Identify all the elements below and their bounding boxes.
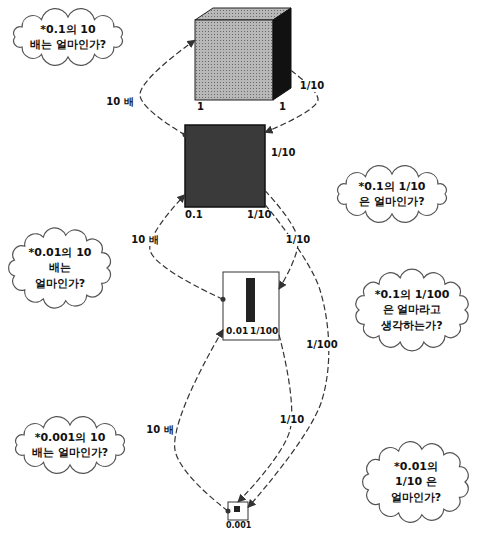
question-text: *0.01의 1/10 은 얼마인가? xyxy=(380,459,452,505)
flat-square xyxy=(185,125,265,207)
cloud-path xyxy=(9,228,111,308)
question-text: *0.1의 10 배는 얼마인가? xyxy=(30,22,107,53)
scale-arrow xyxy=(140,40,195,135)
unit-cube-box: 11 xyxy=(195,8,291,100)
small-cube-box: 0.001 xyxy=(228,502,248,520)
cloud-outline xyxy=(6,8,130,66)
block-value: 0.1 xyxy=(185,209,203,221)
start-dot xyxy=(183,132,188,137)
cloud-path xyxy=(16,417,125,474)
rod-figure xyxy=(223,272,279,340)
block-value: 1/100 xyxy=(250,326,278,337)
cloud-path xyxy=(356,269,468,351)
question-cloud: *0.1의 1/100 은 얼마라고 생각하는가? xyxy=(350,268,474,352)
scale-arrow xyxy=(175,330,228,511)
scale-label: 10 배 xyxy=(129,234,160,246)
cloud-path xyxy=(338,166,447,223)
cloud-outline xyxy=(330,165,454,223)
block-value: 1 xyxy=(279,101,286,113)
label-slot: 1 xyxy=(279,101,286,113)
edge-label-slot: 1/10 xyxy=(284,234,313,246)
question-text: *0.1의 1/100 은 얼마라고 생각하는가? xyxy=(374,287,451,333)
label-slot: 1/10 xyxy=(247,209,272,221)
small-cube xyxy=(228,502,248,520)
question-cloud: *0.1의 10 배는 얼마인가? xyxy=(6,8,130,66)
cloud-outline xyxy=(8,416,132,474)
edge-label-slot: 10 배 xyxy=(144,424,175,436)
connector-group xyxy=(140,40,329,513)
cloud-path xyxy=(363,442,469,523)
question-cloud: *0.001의 10 배는 얼마인가? xyxy=(8,416,132,474)
label-slot: 0.01 xyxy=(226,326,248,337)
block-value: 0.001 xyxy=(226,521,251,531)
edge-label-slot: 1/100 xyxy=(304,339,339,351)
label-slot: 0.001 xyxy=(226,521,251,531)
question-text: *0.01의 10 배는 얼마인가? xyxy=(25,245,94,291)
label-slot: 1/10 xyxy=(271,147,296,159)
label-slot: 1/100 xyxy=(250,326,278,337)
cloud-path xyxy=(14,9,123,66)
scale-label: 1/10 xyxy=(278,414,307,426)
scale-arrow xyxy=(248,205,329,508)
scale-label: 1/10 xyxy=(298,80,327,92)
edge-label-slot: 10 배 xyxy=(129,234,160,246)
block-value: 0.01 xyxy=(226,326,248,337)
scale-label: 10 배 xyxy=(104,96,135,108)
scale-label: 1/100 xyxy=(304,339,339,351)
edge-label-slot: 10 배 xyxy=(104,96,135,108)
unit-cube xyxy=(195,8,291,100)
block-value: 1 xyxy=(197,101,204,113)
block-value: 1/10 xyxy=(271,147,296,159)
question-cloud: *0.01의 10 배는 얼마인가? xyxy=(4,226,116,310)
start-dot xyxy=(226,509,231,514)
question-text: *0.001의 10 배는 얼마인가? xyxy=(32,430,109,461)
question-cloud: *0.1의 1/10 은 얼마인가? xyxy=(330,165,454,223)
question-cloud: *0.01의 1/10 은 얼마인가? xyxy=(358,440,474,524)
edge-label-slot: 1/10 xyxy=(298,80,327,92)
scale-label: 10 배 xyxy=(144,424,175,436)
scale-label: 1/10 xyxy=(284,234,313,246)
block-value: 1/10 xyxy=(247,209,272,221)
start-dot xyxy=(221,297,226,302)
flat-square-box: 0.11/101/10 xyxy=(185,125,265,207)
rod-box: 0.011/100 xyxy=(223,272,279,340)
label-slot: 0.1 xyxy=(185,209,203,221)
scale-arrow xyxy=(150,195,223,300)
label-slot: 1 xyxy=(197,101,204,113)
edge-label-slot: 1/10 xyxy=(278,414,307,426)
question-text: *0.1의 1/10 은 얼마인가? xyxy=(354,179,431,210)
